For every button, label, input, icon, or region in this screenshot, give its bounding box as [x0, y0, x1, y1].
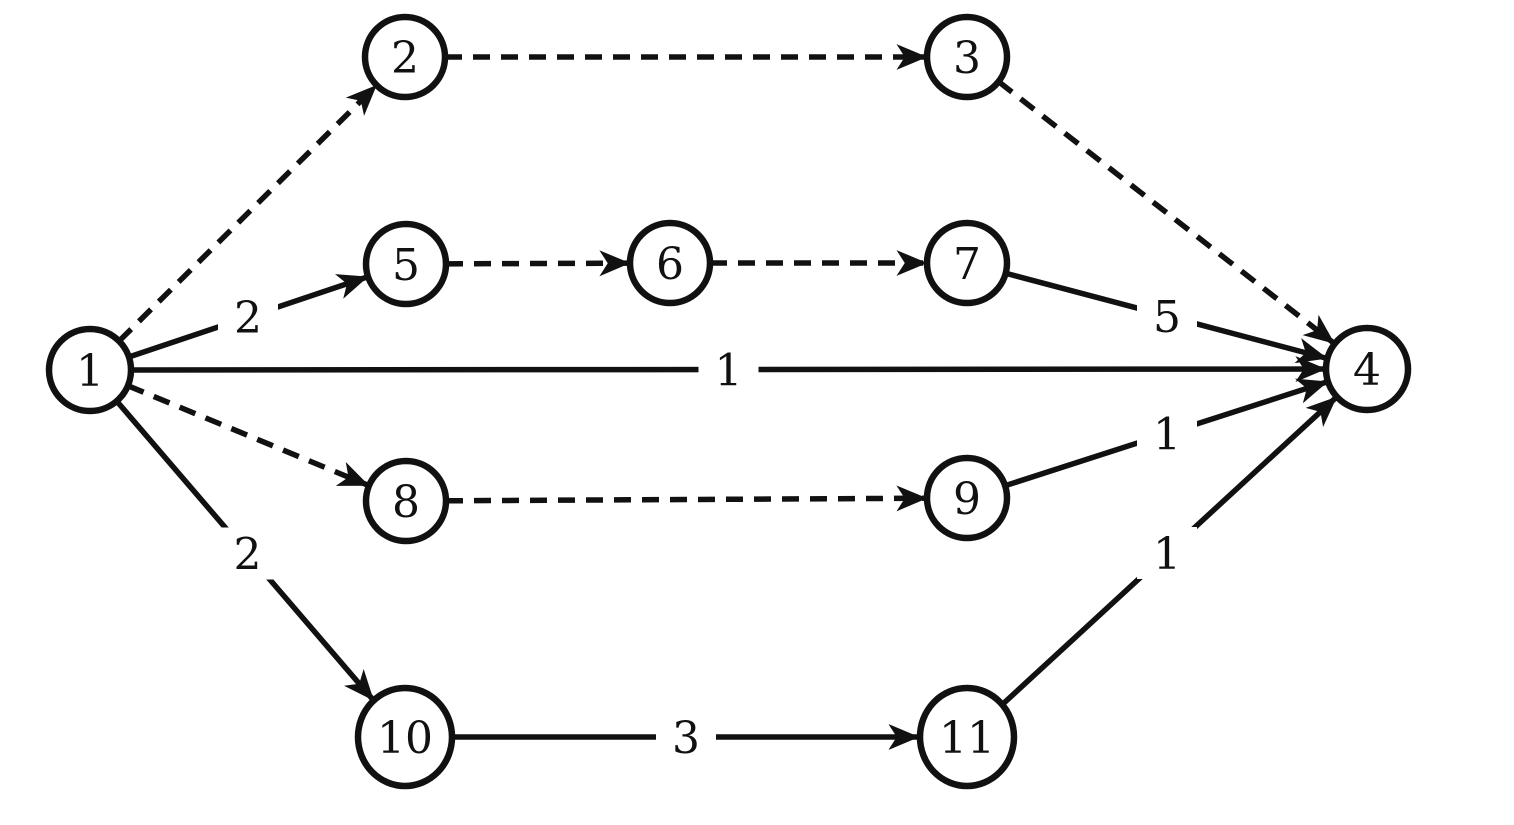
edge-weight-1-to-5: 2	[234, 293, 262, 344]
edge-weight-11-to-4: 1	[1153, 529, 1181, 580]
node-8: 8	[362, 457, 450, 545]
edge-label-gap	[1137, 407, 1197, 460]
node-2: 2	[361, 13, 449, 101]
edge-label-gap	[656, 711, 716, 763]
node-9: 9	[923, 454, 1011, 542]
node-label-7: 7	[953, 239, 981, 290]
edge-weight-1-to-10: 2	[234, 529, 262, 580]
node-label-10: 10	[377, 713, 433, 764]
node-label-11: 11	[939, 713, 995, 764]
edge-weight-10-to-11: 3	[672, 713, 700, 764]
node-label-6: 6	[656, 239, 684, 290]
edge-5-to-6-dashed	[445, 250, 631, 277]
node-5: 5	[362, 220, 450, 308]
node-circle-7	[923, 219, 1011, 307]
edge-label-gap	[1137, 290, 1197, 342]
node-1: 1	[45, 325, 135, 415]
edge-label-gap	[218, 291, 278, 343]
node-circle-6	[626, 219, 714, 307]
node-label-8: 8	[392, 477, 420, 528]
node-label-5: 5	[392, 240, 420, 291]
edge-weight-1-to-4: 1	[715, 345, 743, 396]
edge-3-to-4-dashed	[996, 79, 1336, 346]
node-4: 4	[1322, 324, 1412, 414]
node-3: 3	[923, 13, 1011, 101]
node-6: 6	[626, 219, 714, 307]
node-circle-10	[354, 684, 456, 790]
node-label-4: 4	[1353, 345, 1381, 396]
node-circle-11	[916, 684, 1018, 790]
node-label-1: 1	[76, 346, 104, 397]
node-circle-3	[923, 13, 1011, 101]
node-label-9: 9	[953, 474, 981, 525]
edge-label-gap	[1137, 527, 1197, 579]
edge-weight-7-to-4: 5	[1153, 292, 1181, 343]
node-circle-5	[362, 220, 450, 308]
node-label-2: 2	[391, 33, 419, 84]
node-11: 11	[916, 684, 1018, 790]
edge-label-gap	[217, 527, 278, 580]
edge-1-to-8-dashed	[126, 383, 370, 488]
edge-1-to-2-dashed	[117, 83, 378, 344]
node-circle-8	[362, 457, 450, 545]
edge-8-to-9-dashed	[445, 485, 928, 512]
node-10: 10	[354, 684, 456, 790]
node-circle-4	[1322, 324, 1412, 414]
edges-layer	[114, 44, 1338, 750]
edge-weight-9-to-4: 1	[1153, 409, 1181, 460]
node-circle-9	[923, 454, 1011, 542]
node-circle-1	[45, 325, 135, 415]
node-label-3: 3	[953, 33, 981, 84]
node-7: 7	[923, 219, 1011, 307]
edge-label-gap	[698, 343, 759, 396]
node-circle-2	[361, 13, 449, 101]
